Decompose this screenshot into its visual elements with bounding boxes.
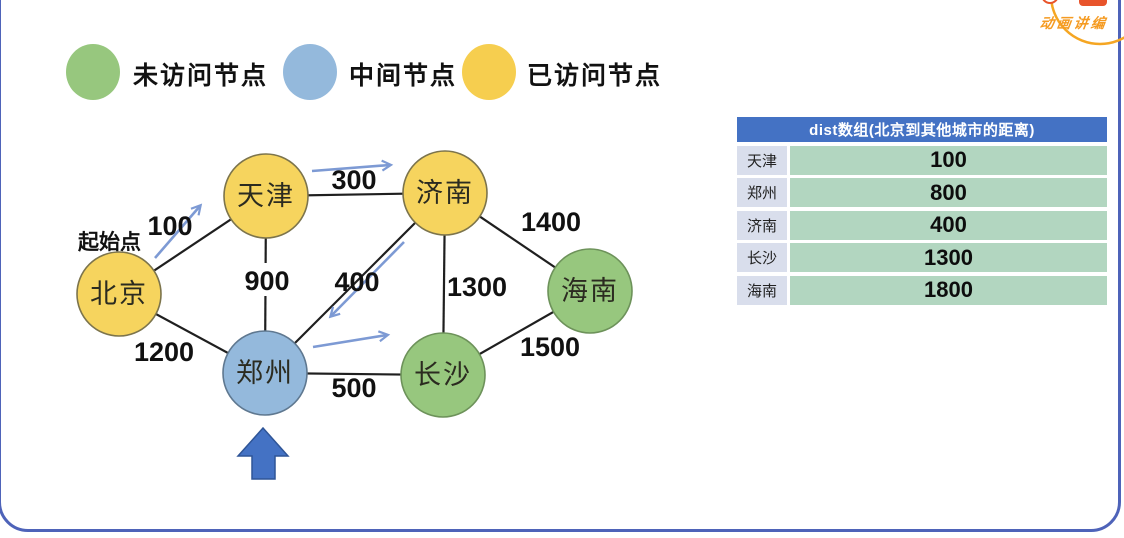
node-beijing-label: 北京 — [90, 279, 148, 309]
arrow-tianjin-to-jinan-icon — [311, 159, 394, 173]
row-city-jinan: 济南 — [737, 210, 787, 240]
dist-table-header: dist数组(北京到其他城市的距离) — [737, 117, 1107, 142]
weight-beijing-zhengzhou: 1200 — [134, 337, 194, 367]
legend-intermediate-node-icon — [283, 44, 337, 100]
table-row: 济南 400 — [737, 210, 1107, 240]
node-hainan — [547, 248, 633, 334]
weight-jinan-zhengzhou: 400 — [334, 267, 379, 297]
table-row: 长沙 1300 — [737, 243, 1107, 272]
weight-changsha-hainan: 1500 — [520, 332, 580, 362]
legend-intermediate-label: 中间节点 — [349, 62, 458, 90]
start-point-annotation: 起始点 — [77, 230, 141, 254]
arrow-beijing-to-tianjin-icon — [154, 203, 203, 259]
node-changsha-label: 长沙 — [414, 360, 472, 390]
node-changsha — [400, 332, 486, 418]
logo-text: 动画讲编 — [1038, 15, 1110, 31]
table-row: 郑州 800 — [737, 178, 1107, 207]
row-city-changsha: 长沙 — [737, 243, 787, 272]
table-row: 天津 100 — [737, 145, 1107, 175]
weight-bg — [241, 263, 293, 296]
row-city-hainan: 海南 — [737, 275, 787, 305]
weight-tianjin-zhengzhou: 900 — [244, 266, 289, 296]
arrow-jinan-to-zhengzhou-icon — [328, 241, 405, 319]
node-tianjin — [223, 153, 309, 239]
node-beijing — [76, 251, 162, 337]
dijkstra-graph: 100 1200 300 900 400 1300 1400 500 1500 … — [76, 150, 633, 480]
row-city-zhengzhou: 郑州 — [737, 178, 787, 207]
legend-visited-node-icon — [462, 44, 516, 100]
node-tianjin-label: 天津 — [237, 181, 295, 211]
node-zhengzhou — [222, 330, 308, 416]
weight-zhengzhou-changsha: 500 — [331, 373, 376, 403]
weight-jinan-changsha: 1300 — [447, 272, 507, 302]
row-distance-tianjin: 100 — [790, 145, 1107, 175]
row-distance-jinan: 400 — [790, 210, 1107, 240]
legend-unvisited-node-icon — [66, 44, 120, 100]
channel-logo: 动画讲编 — [1014, 0, 1124, 70]
row-distance-hainan: 1800 — [790, 275, 1107, 305]
legend-unvisited-label: 未访问节点 — [133, 62, 269, 90]
row-distance-changsha: 1300 — [790, 243, 1107, 272]
node-hainan-label: 海南 — [561, 276, 619, 306]
table-row: 海南 1800 — [737, 275, 1107, 305]
legend-visited-label: 已访问节点 — [527, 62, 663, 90]
node-jinan — [402, 150, 488, 236]
logo-circle-icon — [1042, 0, 1124, 46]
weight-jinan-hainan: 1400 — [521, 207, 581, 237]
current-node-arrow-icon — [236, 426, 290, 480]
node-zhengzhou-label: 郑州 — [236, 358, 294, 388]
weight-beijing-tianjin: 100 — [147, 211, 192, 241]
arrow-zhengzhou-to-changsha-icon — [312, 330, 391, 349]
dist-table: dist数组(北京到其他城市的距离) 天津 100 郑州 800 济南 400 … — [737, 117, 1107, 305]
node-jinan-label: 济南 — [416, 178, 474, 208]
row-distance-zhengzhou: 800 — [790, 178, 1107, 207]
weight-tianjin-jinan: 300 — [331, 165, 376, 195]
row-city-tianjin: 天津 — [737, 145, 787, 175]
